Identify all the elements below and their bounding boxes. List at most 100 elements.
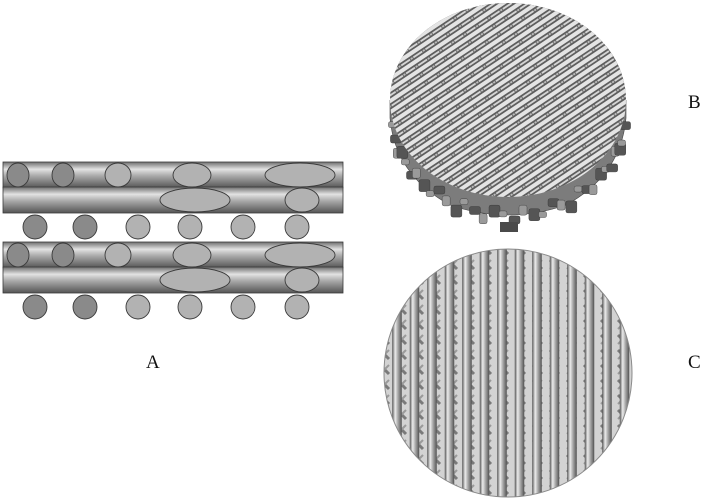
panel-c-vertical-filament [638, 240, 647, 500]
panel-c-strut [616, 453, 629, 466]
panel-a-cross-section [284, 267, 320, 293]
panel-c-strut [635, 350, 644, 359]
panel-b-base-stub [500, 222, 518, 232]
panel-b-top-filament [390, 3, 626, 197]
panel-c-strut [600, 259, 611, 270]
panel-c-strut [582, 249, 595, 256]
panel-c-strut [413, 484, 424, 495]
panel-c-strut [447, 249, 458, 255]
panel-c-strut [384, 438, 391, 451]
panel-c-strut [617, 469, 628, 480]
panel-c-strut [635, 365, 644, 374]
panel-c-vertical-filament [384, 249, 385, 497]
panel-a-side-view [2, 161, 344, 320]
panel-b-wall-stub [518, 204, 528, 216]
panel-c-strut [635, 425, 644, 434]
panel-c-strut [396, 289, 407, 300]
panel-a-cross-section [284, 187, 320, 213]
panel-c-strut [413, 249, 424, 255]
panel-c-top-view [383, 240, 647, 500]
panel-a-cross-section [51, 162, 75, 188]
panel-c-strut [429, 483, 442, 496]
panel-c-strut [464, 249, 475, 255]
panel-c-strut [395, 273, 408, 286]
panel-b-side-wall [388, 99, 631, 232]
panel-c-strut [395, 258, 408, 271]
panel-c-strut [384, 249, 390, 255]
panel-c-strut [635, 320, 644, 329]
panel-c-strut [395, 249, 408, 256]
panel-c-strut [384, 303, 391, 316]
panel-a-cross-section [172, 242, 212, 268]
panel-c-strut [384, 423, 391, 436]
panel-c-strut [616, 273, 629, 286]
panel-c-strut [635, 485, 644, 494]
panel-b-wall-stub [538, 211, 547, 218]
panel-c-strut [616, 483, 629, 496]
panel-a-cross-section [51, 242, 75, 268]
panel-c-vertical-filament [584, 249, 595, 497]
panel-c-vertical-filament [532, 249, 542, 497]
panel-b-top-filament [390, 3, 618, 197]
panel-b-wall-stub [396, 146, 409, 159]
panel-c-strut [616, 423, 629, 436]
panel-a-cross-section [159, 187, 231, 213]
panel-c-strut [635, 410, 644, 419]
panel-c-strut [583, 249, 594, 255]
panel-b-wall-stub [488, 204, 501, 218]
panel-c-strut [599, 483, 612, 496]
panel-label-b: B [688, 92, 701, 113]
panel-a-cross-section [172, 162, 212, 188]
panel-c-strut [582, 258, 595, 271]
panel-c-strut [413, 274, 424, 285]
panel-c-strut [396, 274, 407, 285]
panel-c-strut [635, 380, 644, 389]
panel-c-strut [617, 484, 628, 495]
panel-c-strut [412, 258, 425, 271]
panel-c-strut [617, 259, 628, 270]
panel-b-wall-stub [478, 213, 488, 224]
panel-c-strut [635, 305, 644, 314]
panel-a-cross-section [104, 242, 132, 268]
panel-c-strut [635, 290, 644, 299]
panel-a-circular-section [22, 294, 48, 320]
panel-a-circular-section [284, 214, 310, 240]
panel-c-vertical-filament [427, 249, 437, 497]
panel-c-strut [384, 289, 390, 300]
panel-c-strut [616, 303, 629, 316]
panel-c-strut [635, 395, 644, 404]
panel-c-vertical-filament [479, 249, 490, 497]
panel-a-circular-section [72, 214, 98, 240]
panel-c-strut [412, 273, 425, 286]
panel-c-strut [600, 469, 611, 480]
panel-b-wall-stub [606, 163, 618, 173]
panel-b-top-filament [390, 3, 626, 197]
panel-c-vertical-filament [462, 249, 472, 497]
panel-c-strut [617, 274, 628, 285]
panel-a-cross-section [6, 242, 30, 268]
panel-b-top-filament [390, 3, 626, 197]
panel-c-strut [395, 468, 408, 481]
panel-c-strut [395, 453, 408, 466]
panel-c-strut [430, 249, 441, 255]
panel-b-wall-stub [556, 199, 566, 211]
panel-c-strut [384, 469, 390, 480]
panel-c-strut [616, 288, 629, 301]
panel-c-strut [635, 425, 644, 434]
panel-c-strut [429, 249, 442, 256]
panel-c-vertical-filament [514, 249, 525, 497]
panel-b-top-filament [390, 3, 626, 197]
panel-c-strut [635, 350, 644, 359]
panel-c-strut [565, 483, 578, 496]
panel-c-strut [600, 484, 611, 495]
panel-c-strut [635, 260, 644, 269]
panel-c-strut [635, 395, 644, 404]
panel-c-strut [635, 440, 644, 449]
panel-c-vertical-filament [444, 249, 455, 497]
panel-c-strut [463, 249, 476, 256]
panel-b-wall-stub [617, 139, 626, 147]
panel-c-strut [384, 318, 391, 331]
panel-c-strut [447, 484, 458, 495]
panel-c-strut [384, 258, 391, 271]
